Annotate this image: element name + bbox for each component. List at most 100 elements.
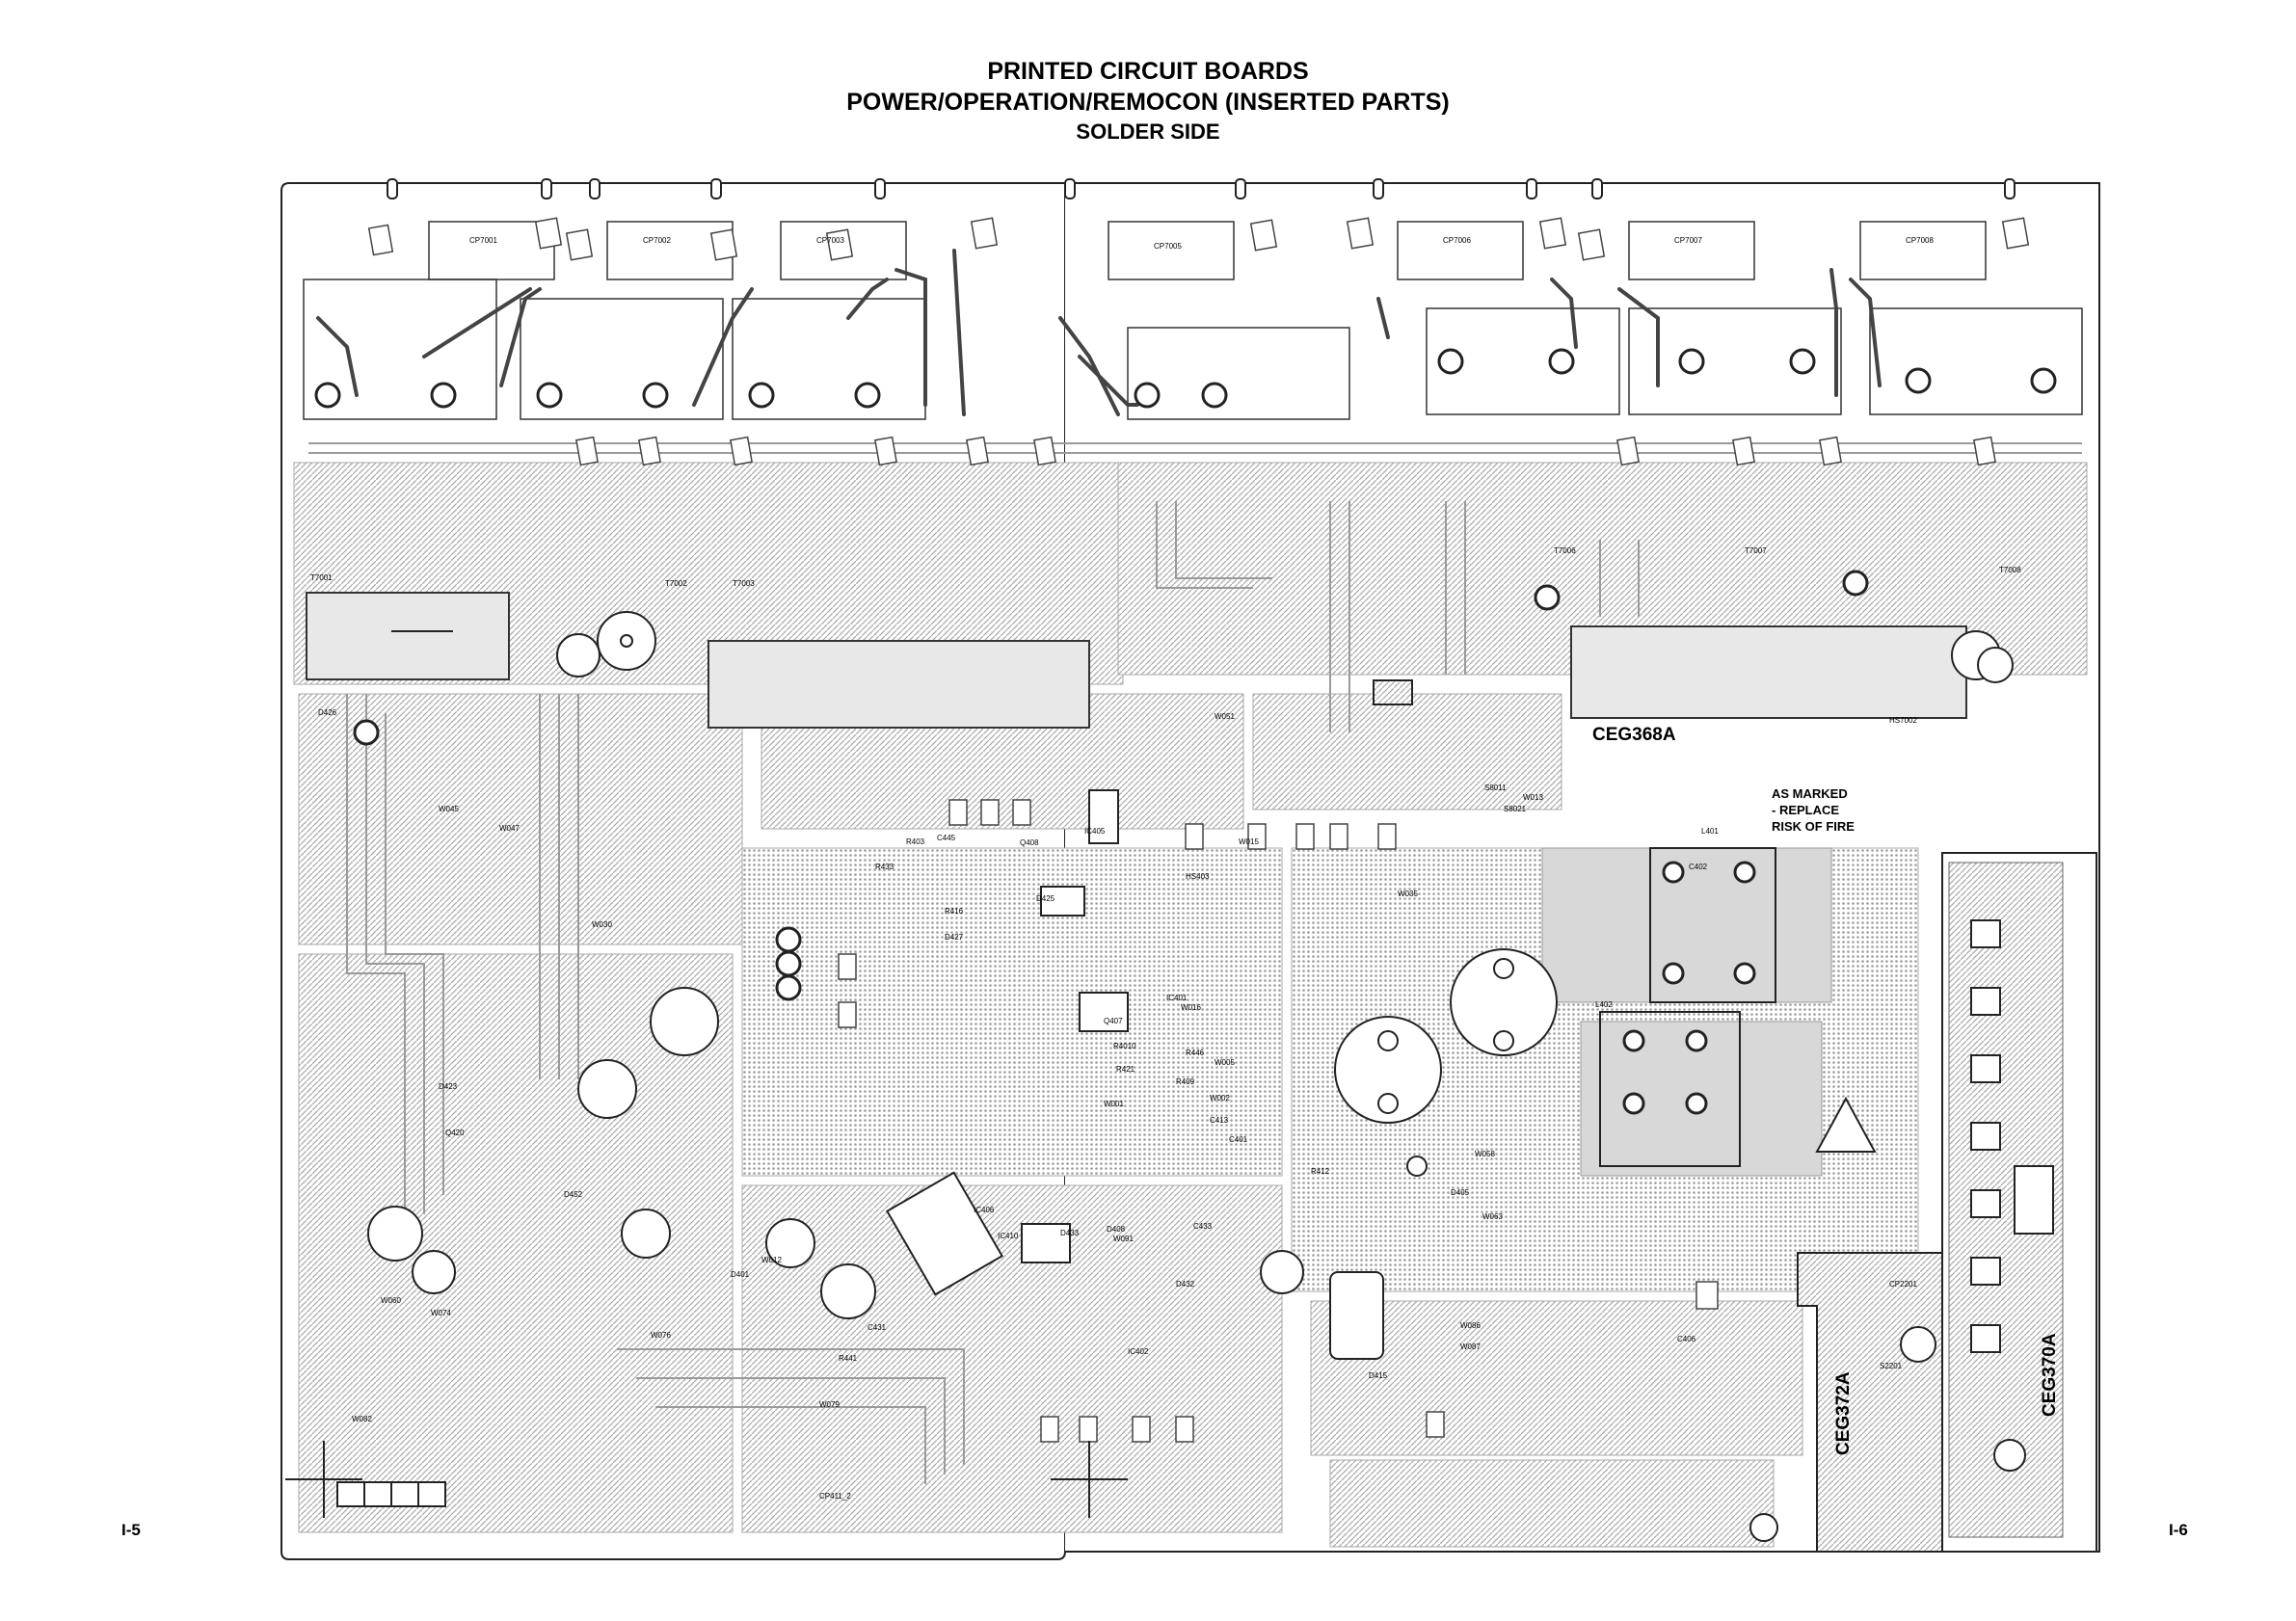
- component-label: IC401: [1166, 994, 1188, 1002]
- copper-areas: [293, 462, 2088, 1548]
- board-label-main: CEG368A: [1592, 725, 1676, 745]
- connector-label: CP7005: [1154, 242, 1182, 251]
- connector-label: CP7008: [1906, 236, 1934, 245]
- component-label: W086: [1460, 1321, 1481, 1330]
- transformer-label: T7008: [1999, 566, 2021, 574]
- component-label: C445: [937, 834, 956, 842]
- board-label-remocon: CEG372A: [1833, 1371, 1854, 1455]
- ic-outlines: [885, 679, 1413, 1360]
- component-label: IC402: [1128, 1347, 1149, 1356]
- component-label: S8011: [1484, 784, 1507, 792]
- smd-pads: [367, 217, 2030, 1443]
- inductor-blocks: [1599, 847, 1776, 1167]
- page-title: PRINTED CIRCUIT BOARDS: [987, 58, 1309, 85]
- transformer-label: T7003: [733, 579, 755, 588]
- component-label: W012: [761, 1256, 782, 1264]
- component-label: Q420: [445, 1129, 465, 1137]
- board-labels: CEG368A CEG372A CEG370A AS MARKED - REPL…: [1592, 725, 2060, 1455]
- fire-hazard-icon: [1815, 1096, 1877, 1153]
- component-label: W082: [352, 1415, 372, 1423]
- component-label: Q407: [1104, 1017, 1123, 1025]
- component-label: W005: [1215, 1058, 1235, 1067]
- component-label: C401: [1229, 1135, 1248, 1144]
- component-label: C402: [1689, 863, 1708, 871]
- component-label: D415: [1369, 1371, 1388, 1380]
- warning-line-2: - REPLACE: [1772, 803, 1839, 817]
- component-label: D433: [1060, 1229, 1080, 1237]
- component-label: R421: [1116, 1065, 1135, 1074]
- component-label: W091: [1113, 1235, 1134, 1243]
- component-label: L402: [1595, 1000, 1613, 1009]
- board-label-operation: CEG370A: [2040, 1333, 2060, 1417]
- component-label: C433: [1193, 1222, 1213, 1231]
- transformer-label: T7006: [1554, 546, 1576, 555]
- component-label: R446: [1186, 1049, 1205, 1057]
- component-label: R416: [945, 907, 964, 916]
- component-label: W074: [431, 1309, 451, 1317]
- warning-line-3: RISK OF FIRE: [1772, 819, 1855, 834]
- registration-marks: [285, 630, 1128, 1518]
- component-label: W002: [1210, 1094, 1230, 1103]
- component-label: HS403: [1186, 872, 1210, 881]
- component-label: D408: [1107, 1225, 1126, 1234]
- component-label: W015: [1239, 837, 1259, 846]
- component-label: D432: [1176, 1280, 1195, 1289]
- component-label: W030: [592, 920, 612, 929]
- wire-traces: [316, 249, 1882, 416]
- board-side-label: SOLDER SIDE: [1076, 120, 1220, 144]
- component-label: W087: [1460, 1342, 1481, 1351]
- component-label: R4010: [1113, 1042, 1136, 1050]
- transformer-labels: T7001 T7002 T7003 T7006 T7007 T7008: [310, 546, 2021, 588]
- bottom-pads: [336, 1481, 446, 1507]
- component-label: W045: [439, 805, 459, 813]
- component-label: R412: [1311, 1167, 1330, 1176]
- component-label: CP411_2: [819, 1492, 851, 1501]
- component-label: R433: [875, 863, 894, 871]
- connector-label: CP7007: [1674, 236, 1702, 245]
- component-label: IC406: [974, 1206, 995, 1214]
- component-label: W063: [1482, 1212, 1503, 1221]
- component-label: D425: [1036, 894, 1055, 903]
- page-number-left: I-5: [121, 1521, 141, 1539]
- component-label: W076: [651, 1331, 671, 1340]
- component-label: D426: [318, 708, 337, 717]
- component-label: D405: [1451, 1188, 1470, 1197]
- connector-label: CP7001: [469, 236, 497, 245]
- component-label: HS7002: [1889, 716, 1917, 725]
- capacitors: [367, 611, 2014, 1319]
- component-label: D401: [731, 1270, 750, 1279]
- component-label: IC405: [1084, 827, 1106, 836]
- component-label: L401: [1701, 827, 1719, 836]
- component-label: S2201: [1880, 1362, 1903, 1370]
- warning-line-1: AS MARKED: [1772, 786, 1848, 801]
- component-label: W035: [1398, 890, 1418, 898]
- component-label: W047: [499, 824, 520, 833]
- component-label: Q408: [1020, 838, 1039, 847]
- component-label: R441: [839, 1354, 858, 1363]
- page-subtitle: POWER/OPERATION/REMOCON (INSERTED PARTS): [846, 89, 1450, 116]
- connector-labels: CP7001 CP7002 CP7003 CP7005 CP7006 CP700…: [469, 236, 1934, 251]
- connector-label: CP7002: [643, 236, 671, 245]
- component-label: C431: [868, 1323, 887, 1332]
- component-label: R409: [1176, 1077, 1195, 1086]
- component-label: W051: [1215, 712, 1235, 721]
- component-label: D423: [439, 1082, 458, 1091]
- component-labels: HS403 HS7002 IC401 IC402 IC406 IC410 IC4…: [318, 708, 1917, 1501]
- component-label: CP2201: [1889, 1280, 1917, 1289]
- transformer-label: T7002: [665, 579, 687, 588]
- component-label: S8021: [1504, 805, 1527, 813]
- transformer-label: T7007: [1745, 546, 1767, 555]
- component-label: IC410: [998, 1232, 1019, 1240]
- component-label: C406: [1677, 1335, 1696, 1343]
- connector-label: CP7006: [1443, 236, 1471, 245]
- sub-boards: [1749, 852, 2097, 1553]
- screw-posts: [314, 348, 2057, 1115]
- component-label: W079: [819, 1400, 840, 1409]
- component-label: W001: [1104, 1100, 1124, 1108]
- component-label: W060: [381, 1296, 401, 1305]
- component-label: R403: [906, 837, 925, 846]
- component-label: W013: [1523, 793, 1543, 802]
- component-label: W058: [1475, 1150, 1495, 1158]
- component-label: D452: [564, 1190, 583, 1199]
